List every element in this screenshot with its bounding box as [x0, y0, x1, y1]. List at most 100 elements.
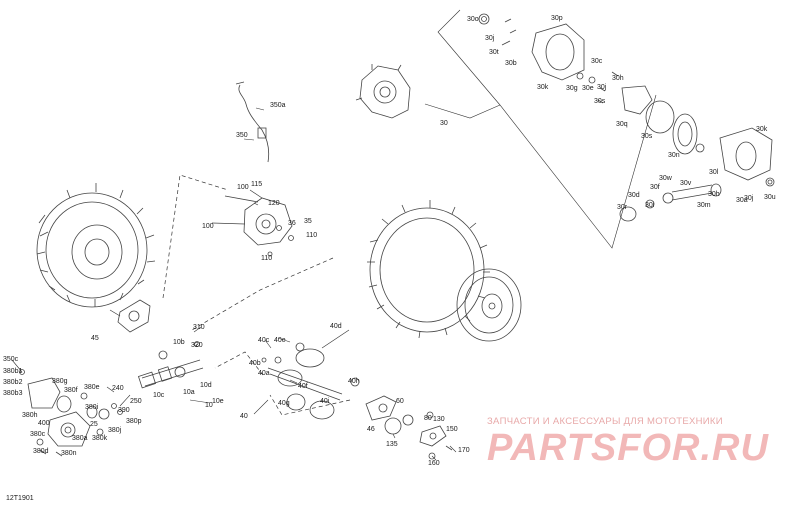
part-label-60: 60	[396, 398, 404, 405]
part-label-310: 310	[193, 324, 205, 331]
assembly-leader	[269, 394, 351, 416]
part-label-30hb: 30h	[708, 191, 720, 198]
assembly-leader	[191, 257, 334, 331]
part-label-30i: 30i	[645, 202, 655, 209]
part-label-380g: 380g	[52, 378, 68, 385]
part-label-10e: 10e	[212, 398, 224, 405]
part-label-380a: 380a	[72, 435, 88, 442]
wheel-hub-parts	[365, 395, 453, 460]
part-label-110a: 110	[306, 232, 317, 239]
part-label-380n: 380n	[61, 450, 77, 457]
part-label-30l: 30l	[709, 169, 719, 176]
part-label-110b: 110	[261, 255, 272, 262]
part-label-380b2: 380b2	[3, 379, 23, 386]
part-label-40g: 40g	[278, 400, 290, 407]
part-label-30e: 30e	[582, 85, 594, 92]
part-label-115: 115	[251, 181, 262, 188]
part-label-30s2: 30s	[641, 133, 653, 140]
part-label-30s1: 30s	[594, 98, 606, 105]
part-label-350: 350	[236, 132, 248, 139]
part-label-390: 390	[118, 407, 130, 414]
part-label-30o: 30o	[467, 16, 479, 23]
sensor-cable	[235, 81, 270, 163]
part-label-80: 80	[424, 415, 432, 422]
part-label-350a: 350a	[270, 102, 286, 109]
part-label-10: 10	[205, 402, 213, 409]
part-label-150: 150	[446, 426, 458, 433]
part-label-380b1: 380b1	[3, 368, 23, 375]
part-label-320: 320	[191, 342, 203, 349]
assembly-leader	[214, 351, 264, 376]
part-label-40h: 40h	[348, 378, 360, 385]
part-label-40: 40	[240, 413, 248, 420]
part-label-30jc: 30j	[744, 195, 754, 202]
left-tire	[36, 183, 156, 308]
part-label-30w: 30w	[659, 175, 673, 182]
assembly-leader	[424, 103, 501, 119]
right-rim	[456, 268, 522, 342]
part-label-35: 35	[304, 218, 312, 225]
part-label-30m: 30m	[697, 202, 711, 209]
part-label-30d: 30d	[628, 192, 640, 199]
part-label-30v: 30v	[680, 180, 692, 187]
part-label-380d: 380d	[33, 448, 49, 455]
part-label-40b: 40b	[249, 360, 261, 367]
differential-exploded-parts	[478, 13, 775, 222]
part-label-380e: 380e	[84, 384, 100, 391]
assembly-leader	[162, 174, 229, 299]
part-label-40a: 40a	[258, 370, 270, 377]
part-label-380j: 380j	[108, 427, 122, 434]
part-label-350c: 350c	[3, 356, 19, 363]
part-label-380p: 380p	[126, 418, 142, 425]
part-label-30u: 30u	[764, 194, 776, 201]
front-differential-housing	[211, 195, 294, 257]
part-label-100a: 100	[237, 184, 249, 191]
part-label-250: 250	[130, 398, 142, 405]
part-label-25: 25	[90, 421, 98, 428]
part-label-30p: 30p	[551, 15, 563, 22]
part-label-380c: 380c	[30, 431, 46, 438]
part-label-10d: 10d	[200, 382, 212, 389]
part-label-100b: 100	[202, 223, 214, 230]
part-label-30g: 30g	[566, 85, 578, 92]
part-label-10b: 10b	[173, 339, 185, 346]
part-label-380i: 380i	[85, 404, 99, 411]
diagram-code: 12T1901	[6, 495, 34, 502]
propeller-shaft	[137, 341, 204, 389]
part-label-170: 170	[458, 447, 470, 454]
part-label-160: 160	[428, 460, 440, 467]
part-label-120: 120	[268, 200, 280, 207]
watermark-logo: PARTSFOR.RU	[487, 427, 769, 469]
part-label-30q: 30q	[616, 121, 628, 128]
part-label-30jb: 30j	[597, 84, 607, 91]
part-label-30: 30	[440, 120, 448, 127]
watermark-tagline: ЗАПЧАСТИ И АКСЕССУАРЫ ДЛЯ МОТОТЕХНИКИ	[487, 416, 723, 427]
part-label-240: 240	[112, 385, 124, 392]
part-label-30f: 30f	[650, 184, 660, 191]
drive-shaft	[261, 342, 360, 420]
part-label-40d: 40d	[330, 323, 342, 330]
part-leader-lines	[11, 107, 457, 461]
part-label-46: 46	[367, 426, 375, 433]
part-label-30b: 30b	[505, 60, 517, 67]
part-label-135: 135	[386, 441, 398, 448]
part-label-30a: 30a	[736, 197, 748, 204]
part-label-30n: 30n	[668, 152, 680, 159]
part-label-40f: 40f	[298, 383, 308, 390]
yoke-45	[117, 299, 151, 333]
rear-differential-housing	[355, 64, 411, 119]
part-label-380k: 380k	[92, 435, 108, 442]
part-label-400: 400	[38, 420, 50, 427]
part-label-30t: 30t	[489, 49, 499, 56]
part-label-10a: 10a	[183, 389, 195, 396]
part-label-40e: 40e	[274, 337, 286, 344]
part-label-36: 36	[288, 220, 296, 227]
part-label-380f: 380f	[64, 387, 78, 394]
part-label-380b3: 380b3	[3, 390, 23, 397]
part-label-30r: 30r	[617, 204, 628, 211]
part-label-40c: 40c	[258, 337, 270, 344]
part-label-30ja: 30j	[485, 35, 495, 42]
